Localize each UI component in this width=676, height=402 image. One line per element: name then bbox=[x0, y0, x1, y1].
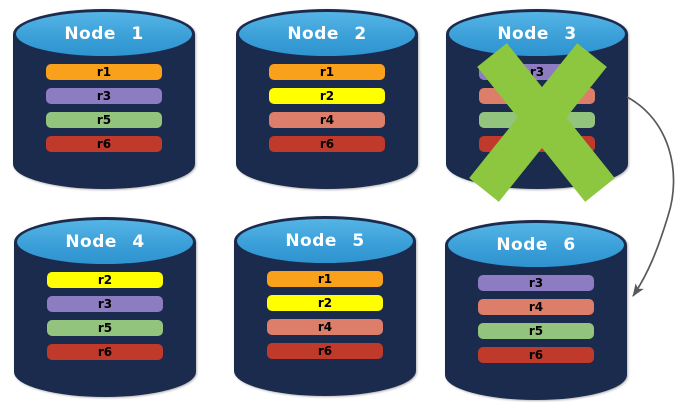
replica-label: r6 bbox=[319, 137, 335, 151]
replica-label: r3 bbox=[97, 297, 113, 311]
replica-bar: r6 bbox=[269, 136, 385, 152]
node-title: Node 1 bbox=[64, 24, 144, 44]
replica-bar: r3 bbox=[46, 88, 162, 104]
replica-list: r1 r2 r4 r6 bbox=[269, 64, 385, 152]
replica-label: r3 bbox=[528, 276, 544, 290]
cylinder-top: Node 2 bbox=[236, 9, 418, 59]
replica-label: r6 bbox=[317, 344, 333, 358]
replica-list: r1 r2 r4 r6 bbox=[267, 271, 383, 359]
replica-label: r2 bbox=[317, 296, 333, 310]
replica-list: r3 bbox=[479, 64, 595, 152]
db-node: r1 r2 r4 r6 Node 5 bbox=[234, 216, 416, 396]
replica-bar: r4 bbox=[269, 112, 385, 128]
replica-bar: r2 bbox=[269, 88, 385, 104]
replica-bar: r6 bbox=[47, 344, 163, 360]
replica-bar: r2 bbox=[47, 272, 163, 288]
replica-label: r3 bbox=[96, 89, 112, 103]
replica-bar bbox=[479, 136, 595, 152]
replica-label: r2 bbox=[97, 273, 113, 287]
replica-label: r6 bbox=[528, 348, 544, 362]
replica-label: r6 bbox=[97, 345, 113, 359]
node-title: Node 6 bbox=[496, 235, 576, 255]
replica-list: r1 r3 r5 r6 bbox=[46, 64, 162, 152]
cylinder-top: Node 6 bbox=[445, 220, 627, 270]
replica-bar: r3 bbox=[47, 296, 163, 312]
replica-label: r6 bbox=[96, 137, 112, 151]
replica-label: r2 bbox=[319, 89, 335, 103]
replica-bar: r5 bbox=[478, 323, 594, 339]
replica-label: r5 bbox=[528, 324, 544, 338]
replica-label: r4 bbox=[528, 300, 544, 314]
replica-bar: r1 bbox=[267, 271, 383, 287]
cylinder-top: Node 1 bbox=[13, 9, 195, 59]
replica-bar: r1 bbox=[269, 64, 385, 80]
db-node: r3 Node 3 bbox=[446, 9, 628, 189]
replica-list: r3 r4 r5 r6 bbox=[478, 275, 594, 363]
replica-bar: r3 bbox=[478, 275, 594, 291]
cylinder-top: Node 4 bbox=[14, 217, 196, 267]
replica-label: r1 bbox=[319, 65, 335, 79]
replica-bar: r6 bbox=[267, 343, 383, 359]
replica-bar bbox=[479, 112, 595, 128]
replica-bar: r6 bbox=[46, 136, 162, 152]
node-title: Node 2 bbox=[287, 24, 367, 44]
replica-label: r5 bbox=[96, 113, 112, 127]
db-node: r1 r2 r4 r6 Node 2 bbox=[236, 9, 418, 189]
replica-label: r4 bbox=[319, 113, 335, 127]
replica-bar bbox=[479, 88, 595, 104]
replica-label: r1 bbox=[96, 65, 112, 79]
replica-label: r3 bbox=[529, 65, 545, 79]
replica-bar: r5 bbox=[47, 320, 163, 336]
node-title: Node 4 bbox=[65, 232, 145, 252]
replica-label: r5 bbox=[97, 321, 113, 335]
node-title: Node 3 bbox=[497, 24, 577, 44]
replica-bar: r2 bbox=[267, 295, 383, 311]
db-node: r1 r3 r5 r6 Node 1 bbox=[13, 9, 195, 189]
replica-bar: r4 bbox=[478, 299, 594, 315]
db-node: r3 r4 r5 r6 Node 6 bbox=[445, 220, 627, 400]
replica-bar: r5 bbox=[46, 112, 162, 128]
replica-bar: r3 bbox=[479, 64, 595, 80]
replica-bar: r4 bbox=[267, 319, 383, 335]
node-title: Node 5 bbox=[285, 231, 365, 251]
replica-list: r2 r3 r5 r6 bbox=[47, 272, 163, 360]
db-node: r2 r3 r5 r6 Node 4 bbox=[14, 217, 196, 397]
replica-bar: r1 bbox=[46, 64, 162, 80]
replica-label: r1 bbox=[317, 272, 333, 286]
replica-bar: r6 bbox=[478, 347, 594, 363]
replica-label: r4 bbox=[317, 320, 333, 334]
cylinder-top: Node 5 bbox=[234, 216, 416, 266]
cylinder-top: Node 3 bbox=[446, 9, 628, 59]
